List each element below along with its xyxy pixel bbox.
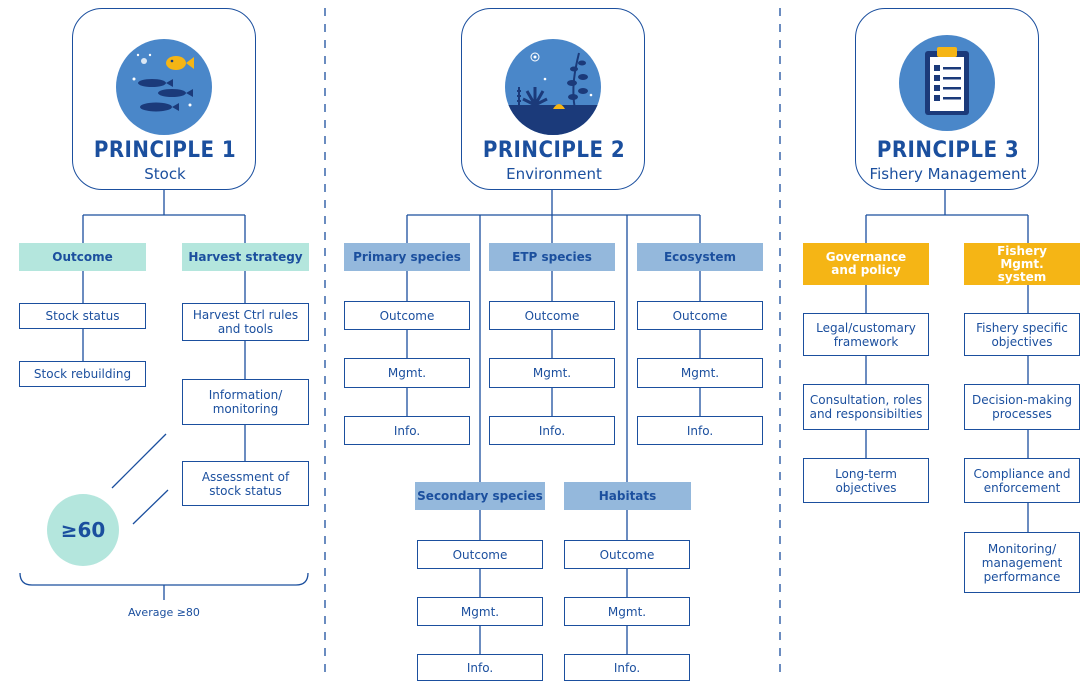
box-mgmt: Mgmt. [564,597,690,626]
box-information-monitoring: Information/ monitoring [182,379,309,425]
seabed-plants-icon [505,39,601,135]
score-badge: ≥60 [47,494,119,566]
principle-1-subtitle: Stock [144,165,186,183]
box-info: Info. [564,654,690,681]
box-fishery-specific-objectives: Fishery specific objectives [964,313,1080,356]
header-habitats: Habitats [564,482,691,510]
header-outcome: Outcome [19,243,146,271]
box-mgmt: Mgmt. [344,358,470,388]
box-decision-making: Decision-making processes [964,384,1080,430]
box-harvest-ctrl-rules: Harvest Ctrl rules and tools [182,303,309,341]
header-primary-species: Primary species [344,243,470,271]
header-fishery-mgmt-system: Fishery Mgmt. system [964,243,1080,285]
principle-3-subtitle: Fishery Management [869,165,1027,183]
principle-2-title: PRINCIPLE 2 [482,138,626,163]
header-governance-policy: Governance and policy [803,243,929,285]
box-long-term-objectives: Long-term objectives [803,458,929,503]
box-info: Info. [489,416,615,445]
principle-3-title: PRINCIPLE 3 [876,138,1020,163]
principle-1-card: PRINCIPLE 1 Stock [72,8,256,190]
box-assessment-stock-status: Assessment of stock status [182,461,309,506]
box-outcome: Outcome [637,301,763,330]
box-compliance-enforcement: Compliance and enforcement [964,458,1080,503]
average-note: Average ≥80 [128,606,200,619]
box-info: Info. [344,416,470,445]
principle-1-title: PRINCIPLE 1 [93,138,237,163]
box-monitoring-performance: Monitoring/ management performance [964,532,1080,593]
principle-2-card: PRINCIPLE 2 Environment [461,8,645,190]
box-info: Info. [417,654,543,681]
principle-2-subtitle: Environment [506,165,602,183]
box-stock-rebuilding: Stock rebuilding [19,361,146,387]
box-outcome: Outcome [344,301,470,330]
box-mgmt: Mgmt. [637,358,763,388]
header-ecosystem: Ecosystem [637,243,763,271]
header-secondary-species: Secondary species [415,482,545,510]
header-etp-species: ETP species [489,243,615,271]
principle-3-card: PRINCIPLE 3 Fishery Management [855,8,1039,190]
box-consultation-roles: Consultation, roles and responsibilties [803,384,929,430]
box-stock-status: Stock status [19,303,146,329]
box-outcome: Outcome [489,301,615,330]
header-harvest-strategy: Harvest strategy [182,243,309,271]
box-mgmt: Mgmt. [417,597,543,626]
fish-school-icon [116,39,212,135]
box-legal-framework: Legal/customary framework [803,313,929,356]
box-outcome: Outcome [564,540,690,569]
box-outcome: Outcome [417,540,543,569]
clipboard-checklist-icon [899,35,995,131]
box-mgmt: Mgmt. [489,358,615,388]
box-info: Info. [637,416,763,445]
